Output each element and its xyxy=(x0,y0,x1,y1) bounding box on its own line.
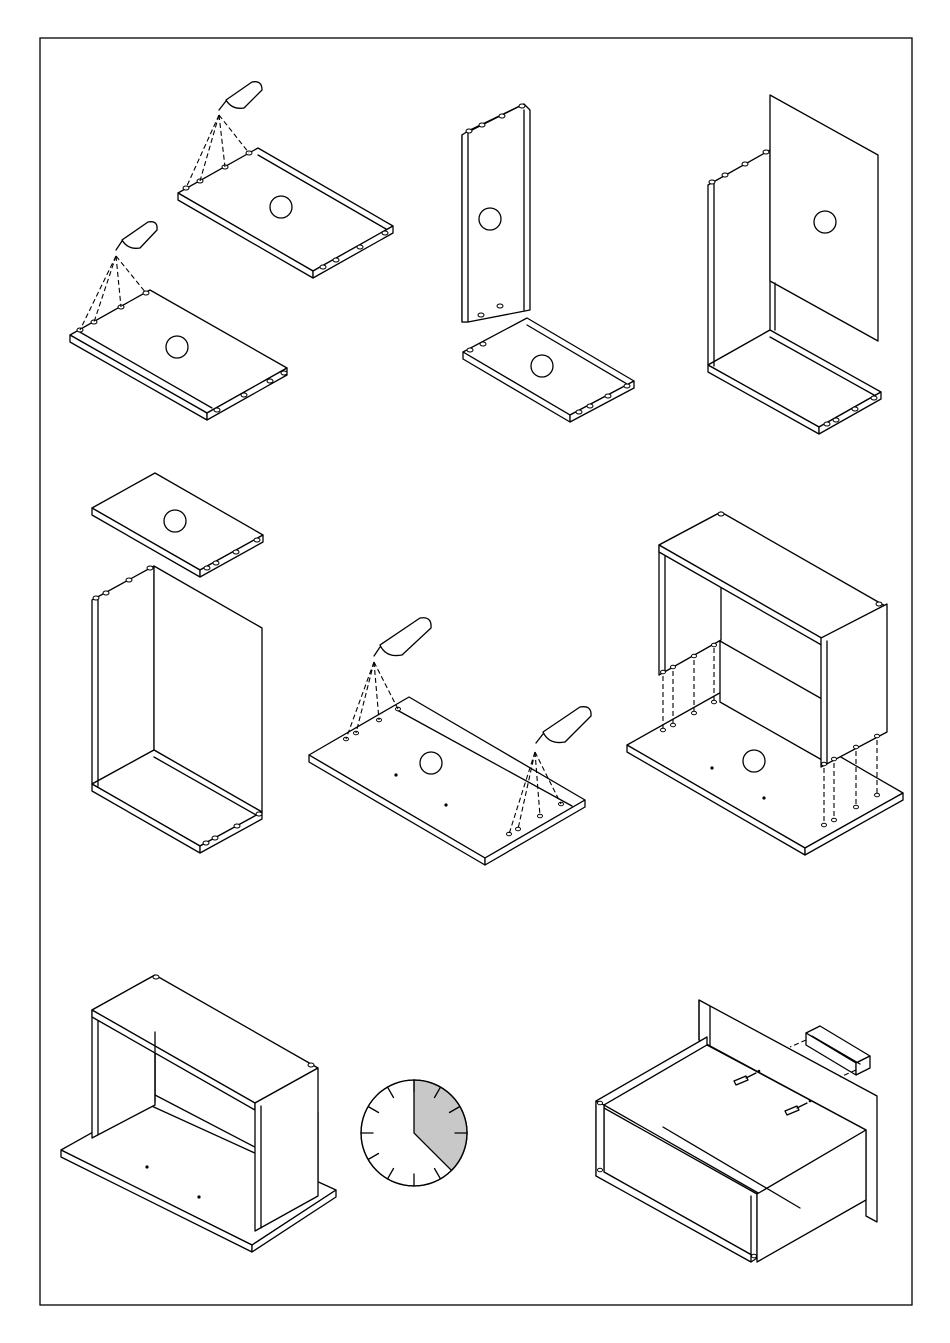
step-1 xyxy=(70,82,393,420)
assembled-cabinet xyxy=(61,975,336,1252)
step-7 xyxy=(61,975,467,1252)
step-6 xyxy=(627,512,903,855)
step-5 xyxy=(309,618,591,865)
bottom-panel xyxy=(463,318,634,422)
side-panel-lower xyxy=(70,290,287,420)
carcass-without-top xyxy=(92,566,262,853)
step-2 xyxy=(462,104,634,422)
top-panel xyxy=(92,473,263,577)
clock-icon xyxy=(361,1080,467,1186)
side-panel-vertical xyxy=(462,104,530,322)
side-panel-upper xyxy=(178,148,393,278)
step-4 xyxy=(92,473,263,853)
back-panel xyxy=(770,95,878,341)
step-8 xyxy=(596,1000,877,1262)
step-3 xyxy=(708,95,881,434)
base-board xyxy=(309,697,585,865)
